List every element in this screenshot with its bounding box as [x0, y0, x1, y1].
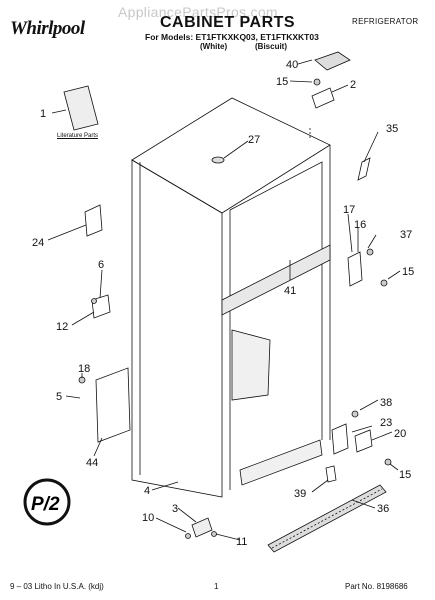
callout-18: 18	[78, 363, 90, 375]
callout-36: 36	[377, 503, 389, 515]
watermark: AppliancePartsPros.com	[118, 4, 278, 20]
callout-20: 20	[394, 428, 406, 440]
callout-15c: 15	[399, 469, 411, 481]
literature-box	[63, 85, 99, 131]
callout-27: 27	[248, 134, 260, 146]
callout-38: 38	[380, 397, 392, 409]
callout-40: 40	[286, 59, 298, 71]
cabinet-front-edge	[131, 159, 223, 498]
callout-35: 35	[386, 123, 398, 135]
callout-17: 17	[343, 204, 355, 216]
callout-2: 2	[350, 79, 356, 91]
callout-24: 24	[32, 237, 44, 249]
variant-white: (White)	[200, 42, 228, 51]
variants-line: (White) (Biscuit)	[200, 42, 287, 51]
callout-11: 11	[236, 536, 247, 548]
callout-37: 37	[400, 229, 412, 241]
callout-44: 44	[86, 457, 98, 469]
category-label: REFRIGERATOR	[352, 17, 419, 26]
callout-15b: 15	[402, 266, 414, 278]
callout-5: 5	[56, 391, 62, 403]
p2-badge: P/2	[23, 478, 71, 526]
callout-23: 23	[380, 417, 392, 429]
hinge-cover	[314, 51, 351, 71]
callout-41: 41	[284, 285, 296, 297]
callout-39: 39	[294, 488, 306, 500]
callout-4: 4	[144, 485, 150, 497]
brand-logo: Whirlpool	[10, 18, 85, 39]
models-line: For Models: ET1FTKXKQ03, ET1FTKXKT03	[145, 32, 319, 42]
callout-12: 12	[56, 321, 68, 333]
divider-bar	[221, 244, 331, 316]
page-title: CABINET PARTS	[160, 14, 296, 31]
badge-text: P/2	[31, 494, 60, 515]
callout-1: 1	[40, 108, 46, 120]
bottom-grille	[267, 484, 387, 553]
cabinet-top	[131, 97, 331, 214]
page-number: 1	[214, 582, 219, 591]
callout-3: 3	[172, 503, 178, 515]
part-number: Part No. 8198686	[345, 582, 408, 591]
callout-6: 6	[98, 259, 104, 271]
footer-print-info: 9 – 03 Litho In U.S.A. (kdj)	[10, 582, 104, 591]
callout-15: 15	[276, 76, 288, 88]
literature-parts-label: Literature Parts	[57, 133, 99, 139]
variant-biscuit: (Biscuit)	[255, 42, 287, 51]
callout-10: 10	[142, 512, 154, 524]
callout-16: 16	[354, 219, 366, 231]
